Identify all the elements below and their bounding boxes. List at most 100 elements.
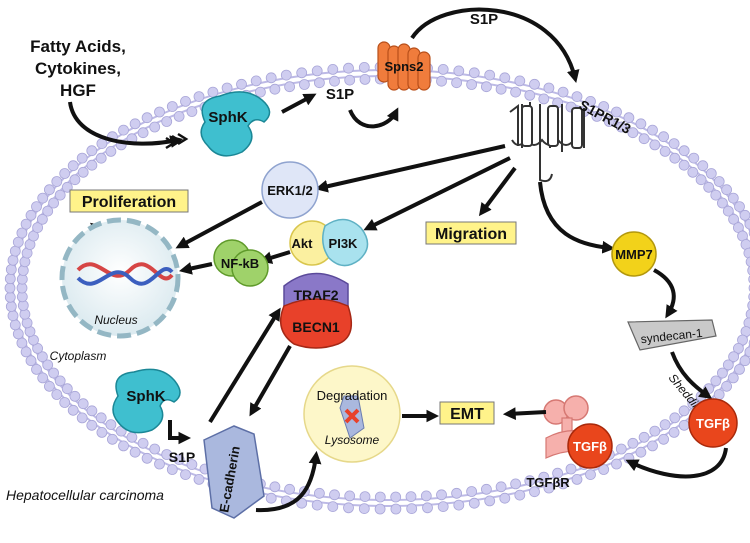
membrane-head <box>25 355 37 367</box>
membrane-head <box>627 127 639 139</box>
membrane-head <box>514 75 526 87</box>
membrane-head <box>649 425 661 437</box>
membrane-head <box>713 176 725 187</box>
traf2-label: TRAF2 <box>293 287 338 303</box>
membrane-head <box>669 412 681 424</box>
membrane-head <box>659 419 671 431</box>
membrane-head <box>67 404 79 416</box>
stimulus-hgf: HGF <box>60 81 96 100</box>
migration-label: Migration <box>435 226 507 243</box>
membrane-head <box>118 440 129 452</box>
s1p-bottom-label: S1P <box>169 449 195 465</box>
membrane-head <box>329 489 340 501</box>
membrane-head <box>390 503 402 515</box>
cell-type-label: Hepatocellular carcinoma <box>6 487 164 503</box>
membrane-head <box>739 209 750 221</box>
membrane-head <box>54 189 66 201</box>
membrane-head <box>727 192 739 204</box>
membrane-head <box>313 77 325 89</box>
membrane-head <box>161 449 173 460</box>
membrane-head <box>451 487 463 499</box>
membrane-head <box>4 291 16 303</box>
membrane-head <box>59 397 71 408</box>
membrane-head <box>697 160 709 172</box>
erk-label: ERK1/2 <box>267 183 313 198</box>
membrane-head <box>37 213 48 225</box>
membrane-head <box>734 201 745 213</box>
membrane-head <box>32 222 43 234</box>
membrane-head <box>728 213 739 225</box>
membrane-head <box>313 487 325 499</box>
membrane-head <box>221 82 233 94</box>
membrane-head <box>16 337 28 349</box>
membrane-head <box>420 490 432 502</box>
s1pr-to-migration-arrow <box>478 166 517 217</box>
shedding-arrow <box>670 351 713 399</box>
membrane-head <box>659 145 671 157</box>
membrane-head <box>186 106 198 117</box>
membrane-head <box>86 405 98 417</box>
membrane-head <box>86 159 98 171</box>
membrane-head <box>359 491 371 503</box>
membrane-head <box>12 236 24 248</box>
membrane-head <box>141 452 153 464</box>
tgfb-to-receptor-arrow <box>625 447 728 479</box>
akt-label: Akt <box>292 236 314 251</box>
membrane-head <box>598 101 610 112</box>
membrane-head <box>296 497 308 509</box>
membrane-head <box>649 139 661 151</box>
membrane-head <box>236 78 247 90</box>
migration-box: Migration <box>425 221 517 245</box>
membrane-head <box>298 79 310 90</box>
membrane-head <box>495 83 507 95</box>
membrane-head <box>327 64 339 75</box>
degradation-label: Degradation <box>317 388 388 403</box>
stimuli-arrow <box>68 101 184 148</box>
membrane-head <box>12 328 24 340</box>
membrane-head <box>76 152 88 164</box>
membrane-head <box>406 503 418 515</box>
membrane-head <box>722 359 734 371</box>
membrane-head <box>129 446 141 458</box>
membrane-head <box>149 443 161 455</box>
membrane-head <box>265 492 277 504</box>
spns2-transporter: Spns2 <box>377 41 431 91</box>
akt-pi3k-complex: Akt PI3K <box>289 218 369 267</box>
membrane-head <box>484 495 496 507</box>
membrane-head <box>67 160 79 172</box>
s1p-outer-label: S1P <box>470 11 498 28</box>
membrane-head <box>105 145 117 157</box>
membrane-head <box>480 483 492 495</box>
membrane-head <box>48 367 59 379</box>
membrane-head <box>514 489 526 501</box>
akt-to-nfkb-arrow <box>259 250 291 264</box>
membrane-head <box>437 501 449 513</box>
membrane-head <box>722 205 734 217</box>
membrane-head <box>565 463 577 475</box>
membrane-head <box>543 82 555 94</box>
membrane-head <box>173 454 185 466</box>
membrane-head <box>166 464 178 475</box>
stimuli-chevrons-icon <box>165 132 189 150</box>
tgfb-free: TGFβ <box>688 398 738 448</box>
membrane-head <box>17 265 29 276</box>
membrane-head <box>658 433 669 445</box>
membrane-head <box>95 412 107 424</box>
sphk-to-s1p-arrow <box>281 93 317 114</box>
membrane-head <box>717 197 728 209</box>
membrane-head <box>524 89 536 101</box>
membrane-head <box>743 247 750 259</box>
membrane-head <box>9 245 21 257</box>
membrane-head <box>149 121 161 133</box>
membrane-head <box>623 112 635 124</box>
membrane-head <box>529 486 540 498</box>
membrane-head <box>453 499 465 511</box>
membrane-head <box>480 81 492 93</box>
membrane-head <box>669 152 681 164</box>
membrane-head <box>585 469 596 481</box>
s1p-to-spns2-arrow <box>348 107 399 129</box>
membrane-head <box>19 308 31 320</box>
membrane-head <box>374 503 386 515</box>
membrane-head <box>721 380 732 392</box>
membrane-head <box>538 471 550 483</box>
